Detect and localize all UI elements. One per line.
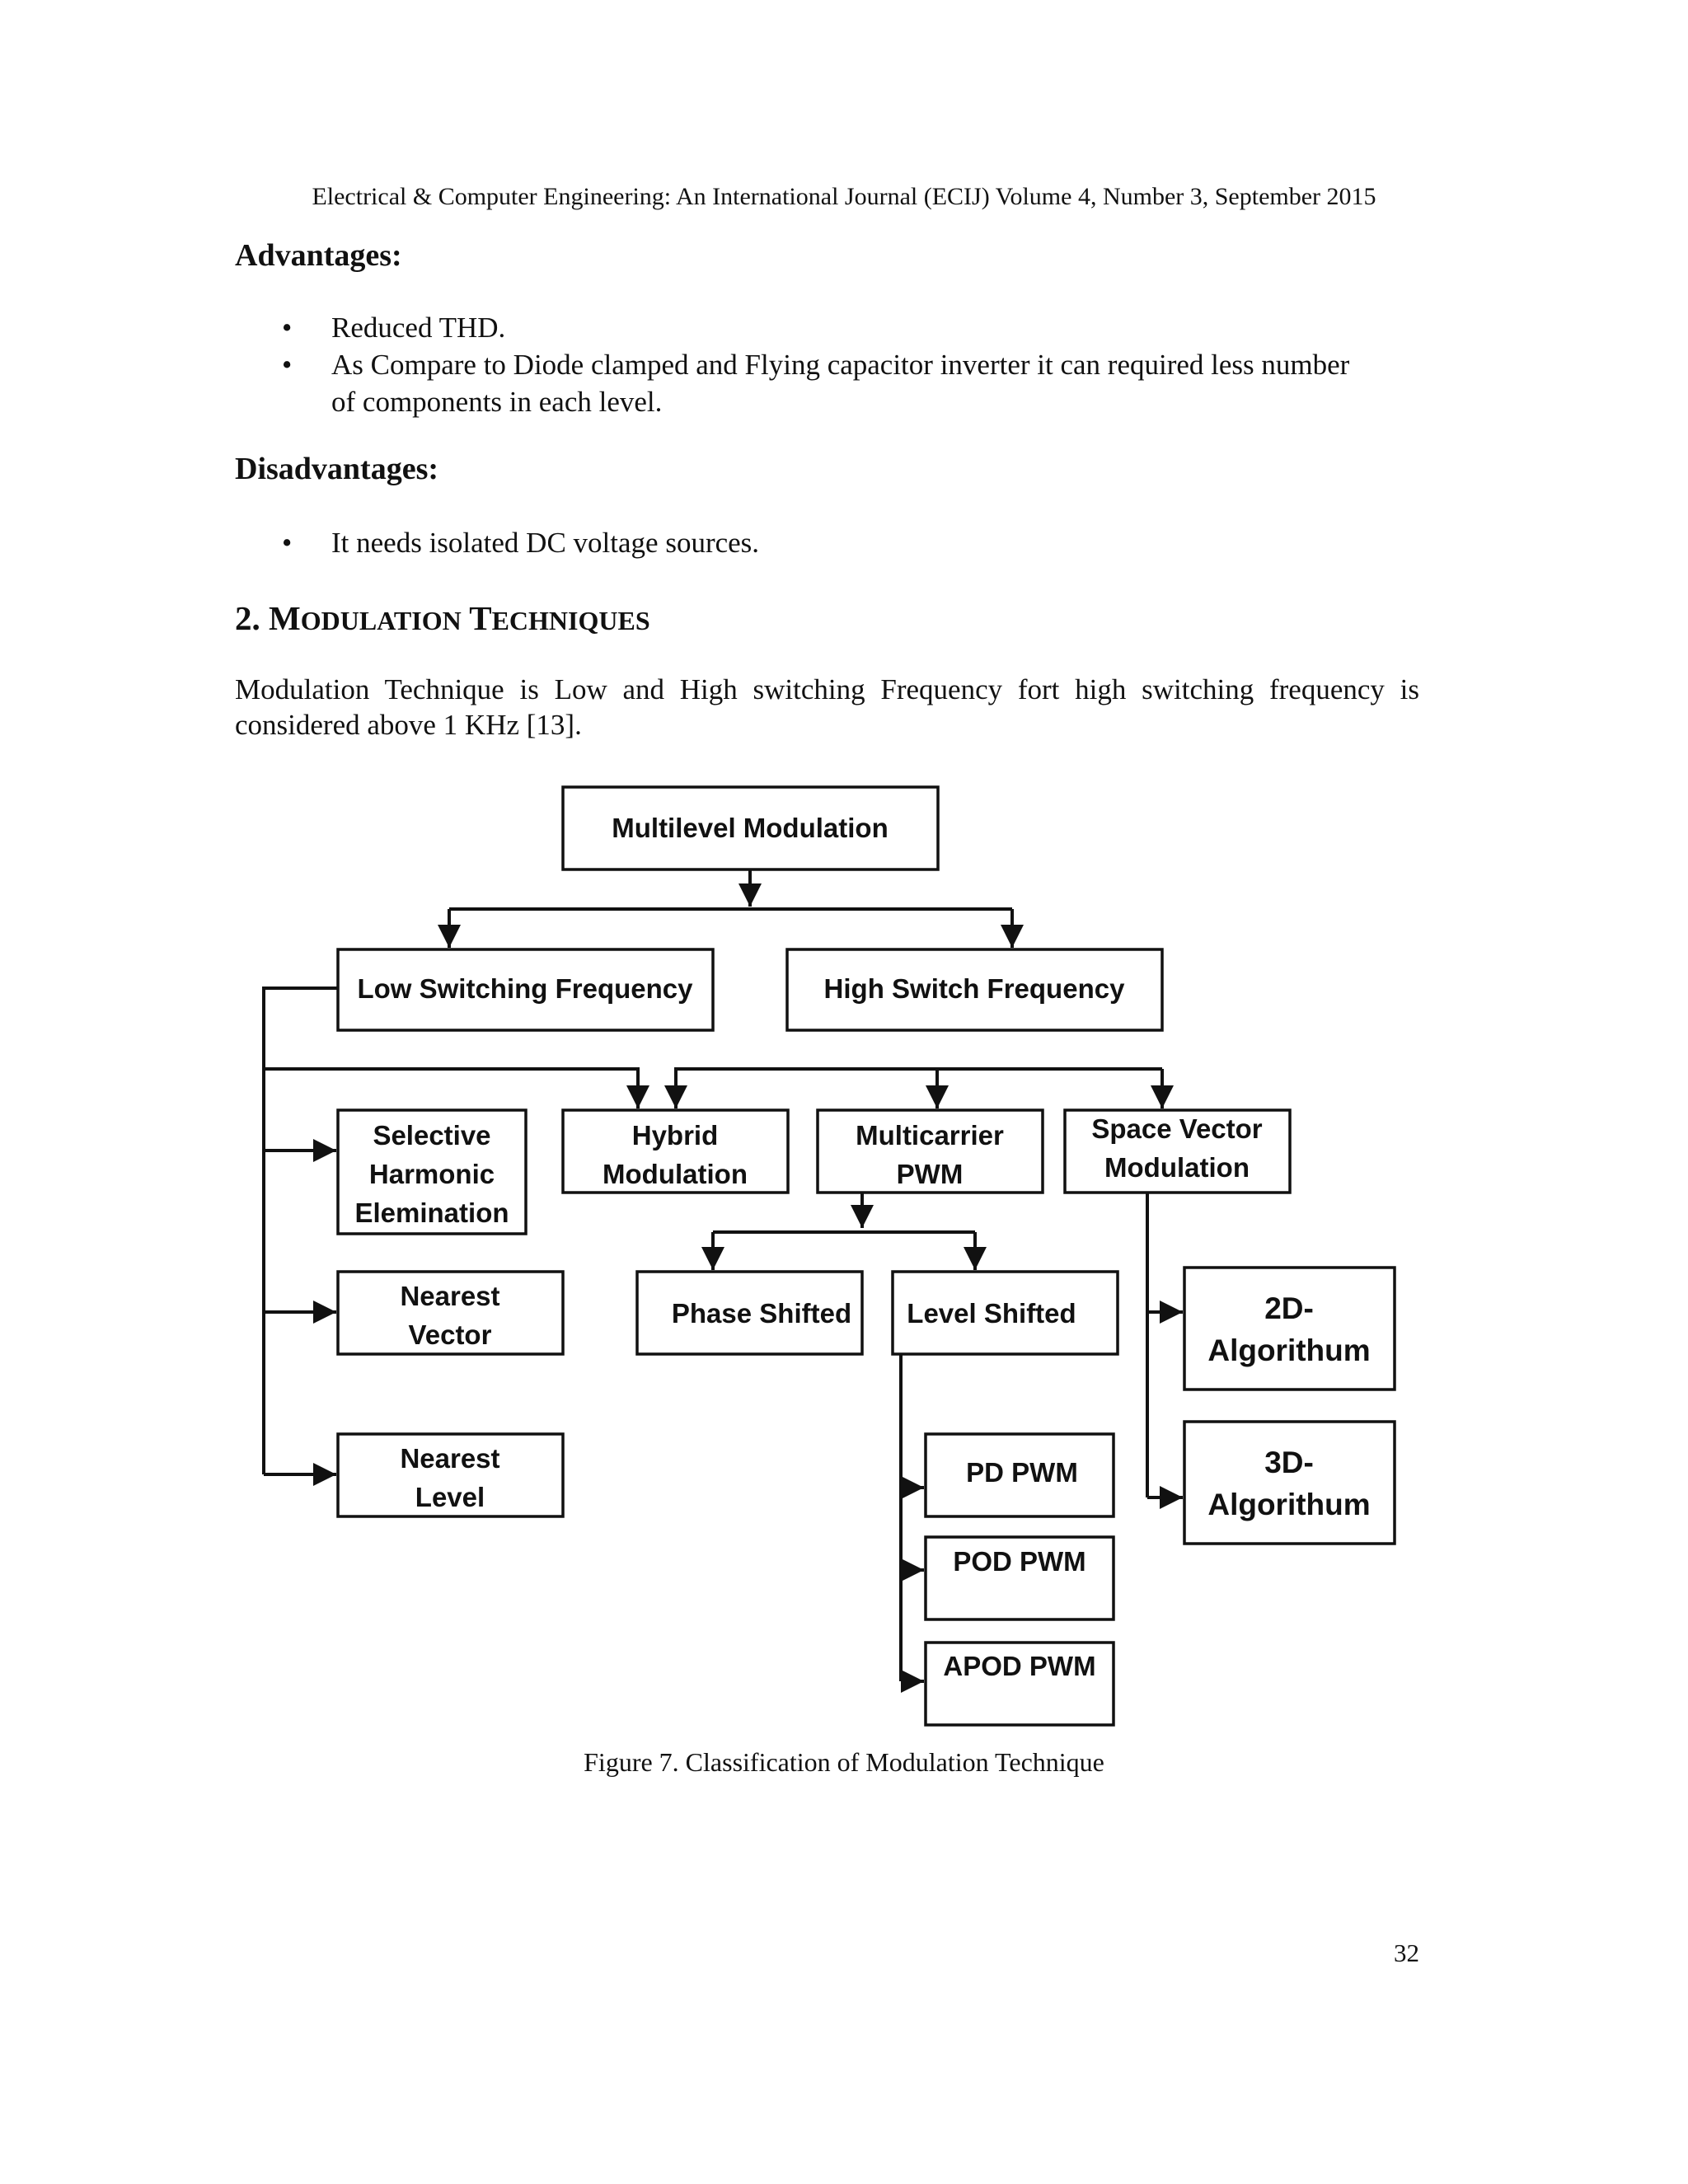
node-phase-shifted <box>635 1270 864 1356</box>
section-title-initial: T <box>469 599 492 637</box>
node-high-switching <box>785 948 1164 1032</box>
page-number: 32 <box>1394 1938 1419 1967</box>
node-high-label: High Switch Frequency <box>824 973 1126 1004</box>
advantages-heading: Advantages: <box>235 238 402 273</box>
node-multicarrier <box>816 1108 1044 1194</box>
node-2d-algorithm-label: 2D- <box>1264 1291 1314 1325</box>
node-multicarrier-label: PWM <box>897 1159 964 1189</box>
node-space-vector-label: Modulation <box>1104 1152 1250 1183</box>
bullet-icon: • <box>282 349 293 381</box>
connector-low-to-hybrid <box>264 1067 649 1108</box>
node-space-vector-label: Space Vector <box>1091 1113 1262 1144</box>
node-2d-algorithm-label: Algorithum <box>1207 1333 1370 1367</box>
node-root <box>561 785 940 871</box>
list-item-text: It needs isolated DC voltage sources. <box>331 527 760 559</box>
section-title-rest: ODULATION <box>300 606 462 635</box>
node-hybrid-label: Modulation <box>603 1159 748 1189</box>
node-multicarrier-label: Multicarrier <box>856 1120 1004 1151</box>
node-3d-algorithm-label: 3D- <box>1264 1446 1314 1479</box>
node-nearest-vector-label: Nearest <box>400 1281 499 1311</box>
bullet-icon: • <box>282 312 293 344</box>
node-pod-pwm-label: POD PWM <box>953 1546 1085 1577</box>
node-apod-pwm-label: APOD PWM <box>943 1651 1095 1681</box>
node-pd-pwm <box>924 1432 1115 1518</box>
node-nearest-vector <box>336 1270 565 1356</box>
disadvantages-list: • It needs isolated DC voltage sources. <box>282 524 1419 561</box>
node-3d-algorithm-label: Algorithum <box>1207 1488 1370 1521</box>
section-title-rest: ECHNIQUES <box>491 606 650 635</box>
node-selective-harmonic <box>336 1108 528 1235</box>
advantages-list: • Reduced THD. • As Compare to Diode cla… <box>282 309 1419 420</box>
connector-low-trunk <box>262 987 338 1474</box>
node-root-label: Multilevel Modulation <box>612 813 889 843</box>
section-number: 2. <box>235 599 260 637</box>
node-level-shifted <box>891 1270 1119 1356</box>
node-level-shifted-label: Level Shifted <box>907 1298 1076 1329</box>
node-selective-harmonic-label: Elemination <box>354 1197 509 1228</box>
section-title-initial: M <box>269 599 301 637</box>
node-phase-shifted-label: Phase Shifted <box>672 1298 851 1329</box>
node-hybrid-label: Hybrid <box>632 1120 719 1151</box>
node-pod-pwm <box>924 1535 1115 1621</box>
list-item-continuation: of components in each level. <box>282 383 1419 420</box>
section-title: 2. MODULATION TECHNIQUES <box>235 598 650 638</box>
connector-high-bus <box>674 1067 1162 1108</box>
node-nearest-level-label: Nearest <box>400 1443 499 1474</box>
disadvantages-heading: Disadvantages: <box>235 452 439 486</box>
bullet-icon: • <box>282 527 293 559</box>
node-selective-harmonic-label: Selective <box>373 1120 490 1151</box>
figure-caption: Figure 7. Classification of Modulation T… <box>584 1747 1104 1777</box>
node-apod-pwm <box>924 1641 1115 1727</box>
list-item-text: of components in each level. <box>331 386 663 418</box>
node-hybrid <box>561 1108 790 1194</box>
node-low-switching <box>336 948 715 1032</box>
node-space-vector <box>1063 1108 1292 1194</box>
list-item-text: Reduced THD. <box>331 312 506 344</box>
node-2d-algorithm <box>1183 1266 1396 1391</box>
list-item: • As Compare to Diode clamped and Flying… <box>282 346 1419 383</box>
node-nearest-vector-label: Vector <box>409 1319 492 1350</box>
node-selective-harmonic-label: Harmonic <box>369 1159 495 1189</box>
body-paragraph: Modulation Technique is Low and High swi… <box>235 673 1419 741</box>
node-pd-pwm-label: PD PWM <box>966 1457 1078 1488</box>
node-nearest-level <box>336 1432 565 1518</box>
list-item-text: As Compare to Diode clamped and Flying c… <box>331 349 1350 381</box>
list-item: • It needs isolated DC voltage sources. <box>282 524 1419 561</box>
node-nearest-level-label: Level <box>415 1482 485 1512</box>
node-3d-algorithm <box>1183 1420 1396 1545</box>
node-low-label: Low Switching Frequency <box>357 973 693 1004</box>
list-item: • Reduced THD. <box>282 309 1419 346</box>
running-header: Electrical & Computer Engineering: An In… <box>312 183 1376 210</box>
